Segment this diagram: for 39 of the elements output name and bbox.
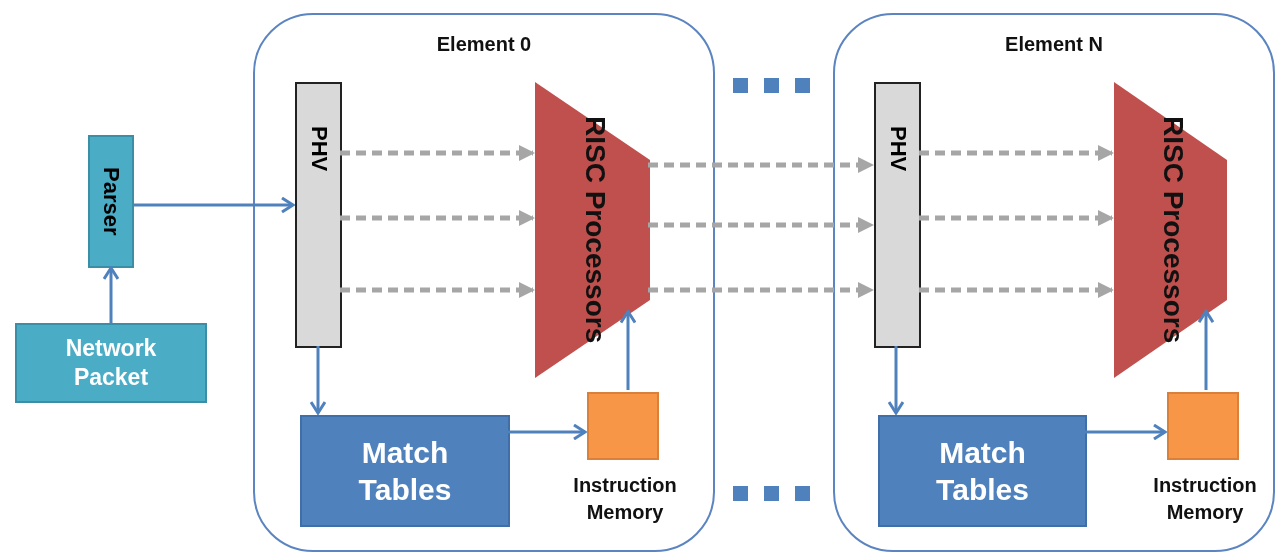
trapezoid-label: RISC Processors bbox=[1157, 115, 1189, 345]
box-label: Match Tables bbox=[357, 434, 453, 508]
table-box bbox=[300, 415, 510, 527]
arrow bbox=[134, 196, 295, 214]
dashed-arrow bbox=[648, 157, 874, 173]
arrow bbox=[887, 346, 905, 415]
container-title: Element N bbox=[1004, 33, 1104, 56]
box-label: Parser bbox=[98, 167, 124, 236]
bar-label: PHV bbox=[884, 126, 911, 172]
table-box bbox=[878, 415, 1087, 527]
arrow bbox=[508, 423, 587, 441]
dashed-arrow bbox=[340, 282, 535, 298]
box-label: Network Packet bbox=[64, 334, 158, 392]
dashed-arrow bbox=[340, 210, 535, 226]
bar-label: PHV bbox=[305, 126, 332, 172]
arrow bbox=[102, 266, 120, 323]
arrow bbox=[619, 310, 637, 390]
element-container bbox=[833, 13, 1275, 552]
element-container bbox=[253, 13, 715, 552]
register-bar bbox=[295, 82, 342, 348]
dashed-arrow bbox=[648, 217, 874, 233]
arrow bbox=[309, 346, 327, 415]
register-bar bbox=[874, 82, 921, 348]
memory-label: Instruction Memory bbox=[1152, 473, 1258, 525]
arrow bbox=[1197, 309, 1215, 390]
container-title: Element 0 bbox=[435, 33, 533, 56]
parser-box bbox=[88, 135, 134, 268]
box-label: Match Tables bbox=[935, 434, 1030, 508]
dashed-arrow bbox=[648, 282, 874, 298]
trapezoid-label: RISC Processors bbox=[579, 115, 611, 345]
processor-trapezoid bbox=[535, 82, 650, 378]
input-box bbox=[15, 323, 207, 403]
dashed-arrow bbox=[919, 145, 1114, 161]
arrow bbox=[1085, 423, 1167, 441]
dashed-arrow bbox=[919, 210, 1114, 226]
dashed-arrow bbox=[340, 145, 535, 161]
memory-label: Instruction Memory bbox=[572, 473, 678, 525]
dashed-arrow bbox=[919, 282, 1114, 298]
processor-trapezoid bbox=[1114, 82, 1227, 378]
